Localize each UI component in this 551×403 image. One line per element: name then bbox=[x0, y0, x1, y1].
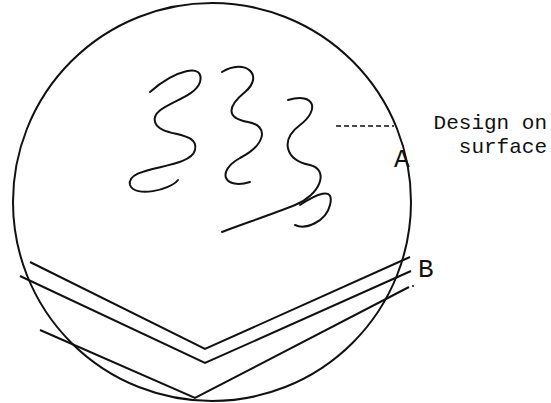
leader-line bbox=[412, 285, 414, 287]
leader-line bbox=[336, 125, 394, 127]
surface-edge bbox=[30, 257, 410, 349]
surface-design bbox=[130, 67, 331, 232]
part-label: A bbox=[394, 146, 424, 176]
part-label: B bbox=[418, 256, 448, 286]
layer-bottom bbox=[40, 287, 409, 398]
note-label: Design on surface bbox=[399, 112, 547, 160]
view-circle bbox=[13, 3, 411, 401]
